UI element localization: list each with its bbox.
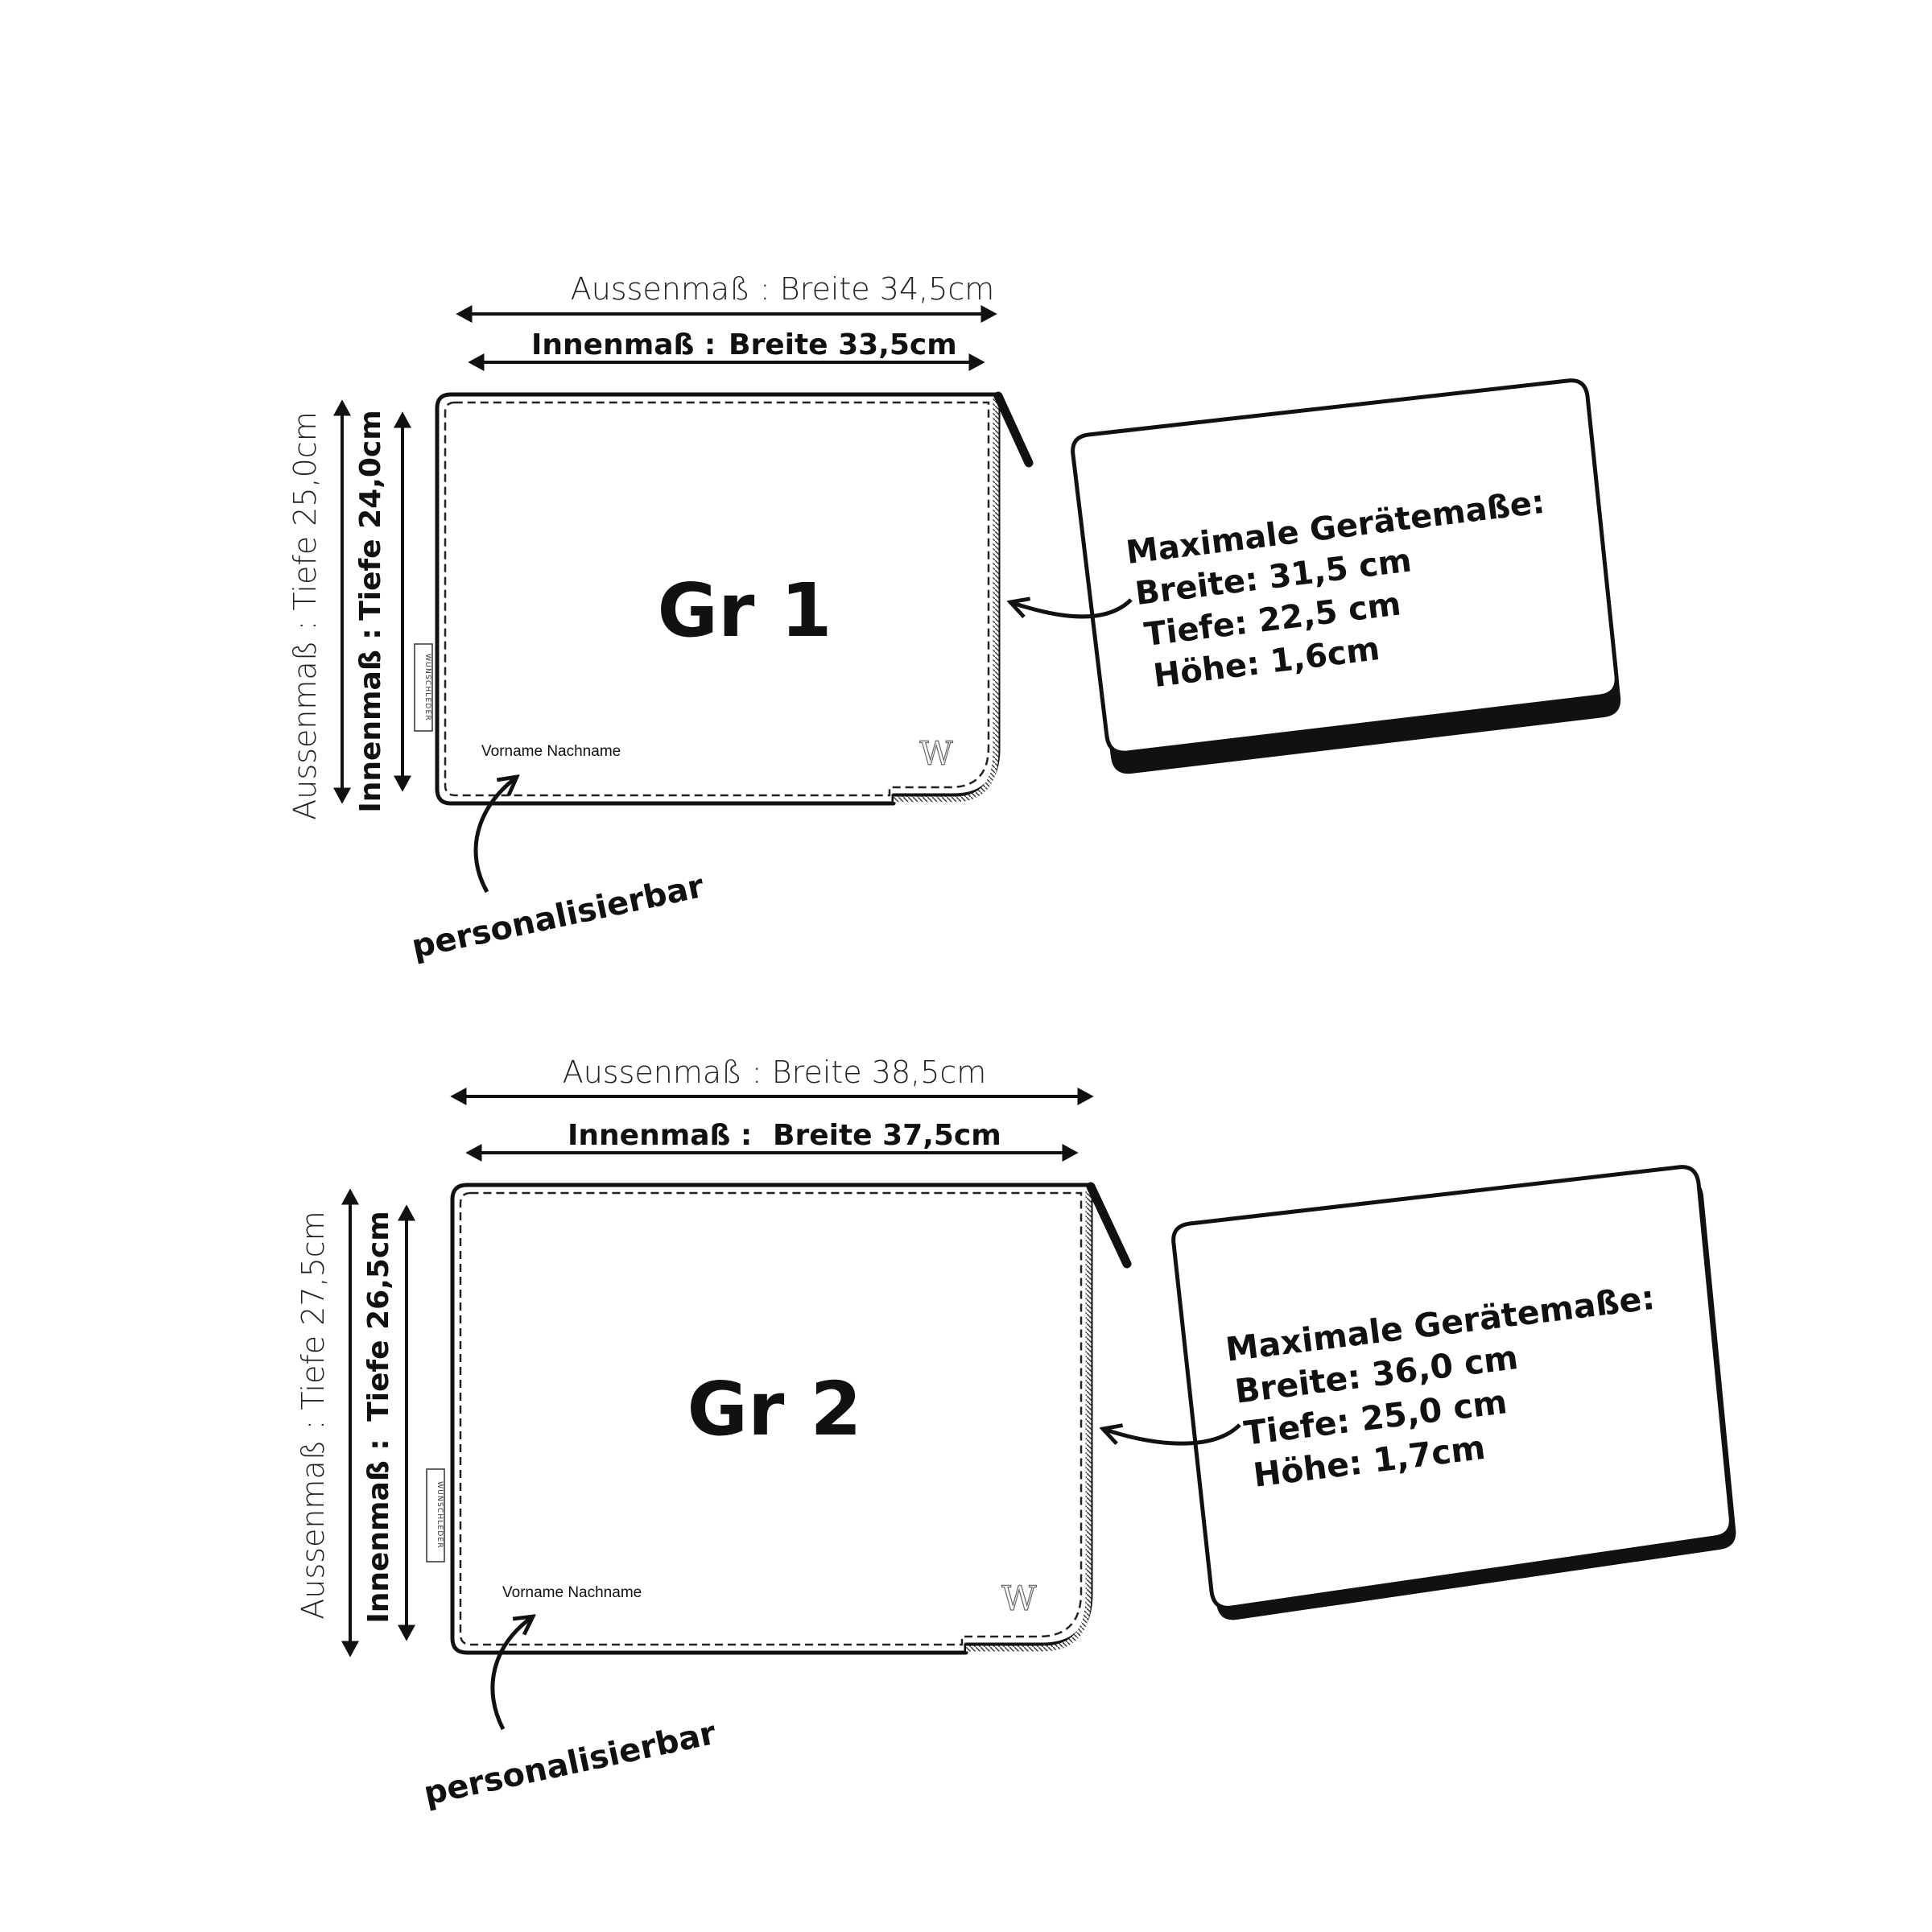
outer-width-label: Aussenmaß : Breite 34,5cm	[571, 271, 995, 307]
inner-width-label: Innenmaß :	[568, 1119, 752, 1152]
inner-width-value: Breite 37,5cm	[773, 1119, 1001, 1152]
inner-depth-value: Tiefe 24,0cm	[354, 410, 387, 621]
personalize-arrow	[473, 777, 517, 894]
sleeve-stitching	[444, 401, 990, 797]
device-pointer-arrow	[1010, 600, 1133, 619]
size-1-group: Aussenmaß : Breite 34,5cm Innenmaß : Bre…	[287, 271, 1621, 966]
device-pointer-arrow	[1103, 1423, 1241, 1446]
personalize-arrow	[490, 1616, 533, 1731]
outer-depth-label: Aussenmaß : Tiefe 27,5cm	[295, 1211, 331, 1619]
device-box-card	[1071, 378, 1619, 755]
size-2-group: Aussenmaß : Breite 38,5cm Innenmaß : Bre…	[295, 1055, 1736, 1813]
brand-logo-icon: W	[1001, 1579, 1037, 1618]
zipper-pull	[993, 391, 1034, 468]
inner-depth-value: Tiefe 26,5cm	[362, 1211, 395, 1422]
inner-width-label: Innenmaß :	[531, 328, 716, 361]
inner-depth-label: Innenmaß :	[354, 628, 387, 812]
brand-tag-text: WUNSCHLEDER	[436, 1481, 444, 1549]
outer-width-label: Aussenmaß : Breite 38,5cm	[563, 1055, 987, 1090]
zipper	[966, 1189, 1092, 1652]
sleeve-stitching	[459, 1191, 1083, 1646]
inner-depth-label: Innenmaß :	[362, 1439, 395, 1623]
inner-width-value: Breite 33,5cm	[729, 328, 957, 361]
name-placeholder: Vorname Nachname	[502, 1584, 642, 1601]
brand-tag	[426, 1468, 445, 1563]
brand-logo-icon: W	[919, 736, 952, 773]
max-device-box: Maximale Gerätemaße: Breite: 36,0 cm Tie…	[1171, 1165, 1736, 1620]
name-placeholder: Vorname Nachname	[481, 743, 621, 760]
personalize-label: personalisierbar	[421, 1715, 720, 1813]
max-device-box: Maximale Gerätemaße: Breite: 31,5 cm Tie…	[1071, 378, 1621, 774]
size-title: Gr 1	[658, 568, 832, 654]
size-title: Gr 2	[687, 1366, 862, 1452]
brand-tag-text: WUNSCHLEDER	[423, 654, 431, 721]
brand-tag	[414, 643, 433, 732]
outer-depth-label: Aussenmaß : Tiefe 25,0cm	[287, 411, 323, 819]
personalize-label: personalisierbar	[409, 868, 708, 966]
zipper-pull	[1086, 1182, 1132, 1269]
device-box-card	[1171, 1165, 1733, 1610]
zipper	[894, 398, 999, 803]
